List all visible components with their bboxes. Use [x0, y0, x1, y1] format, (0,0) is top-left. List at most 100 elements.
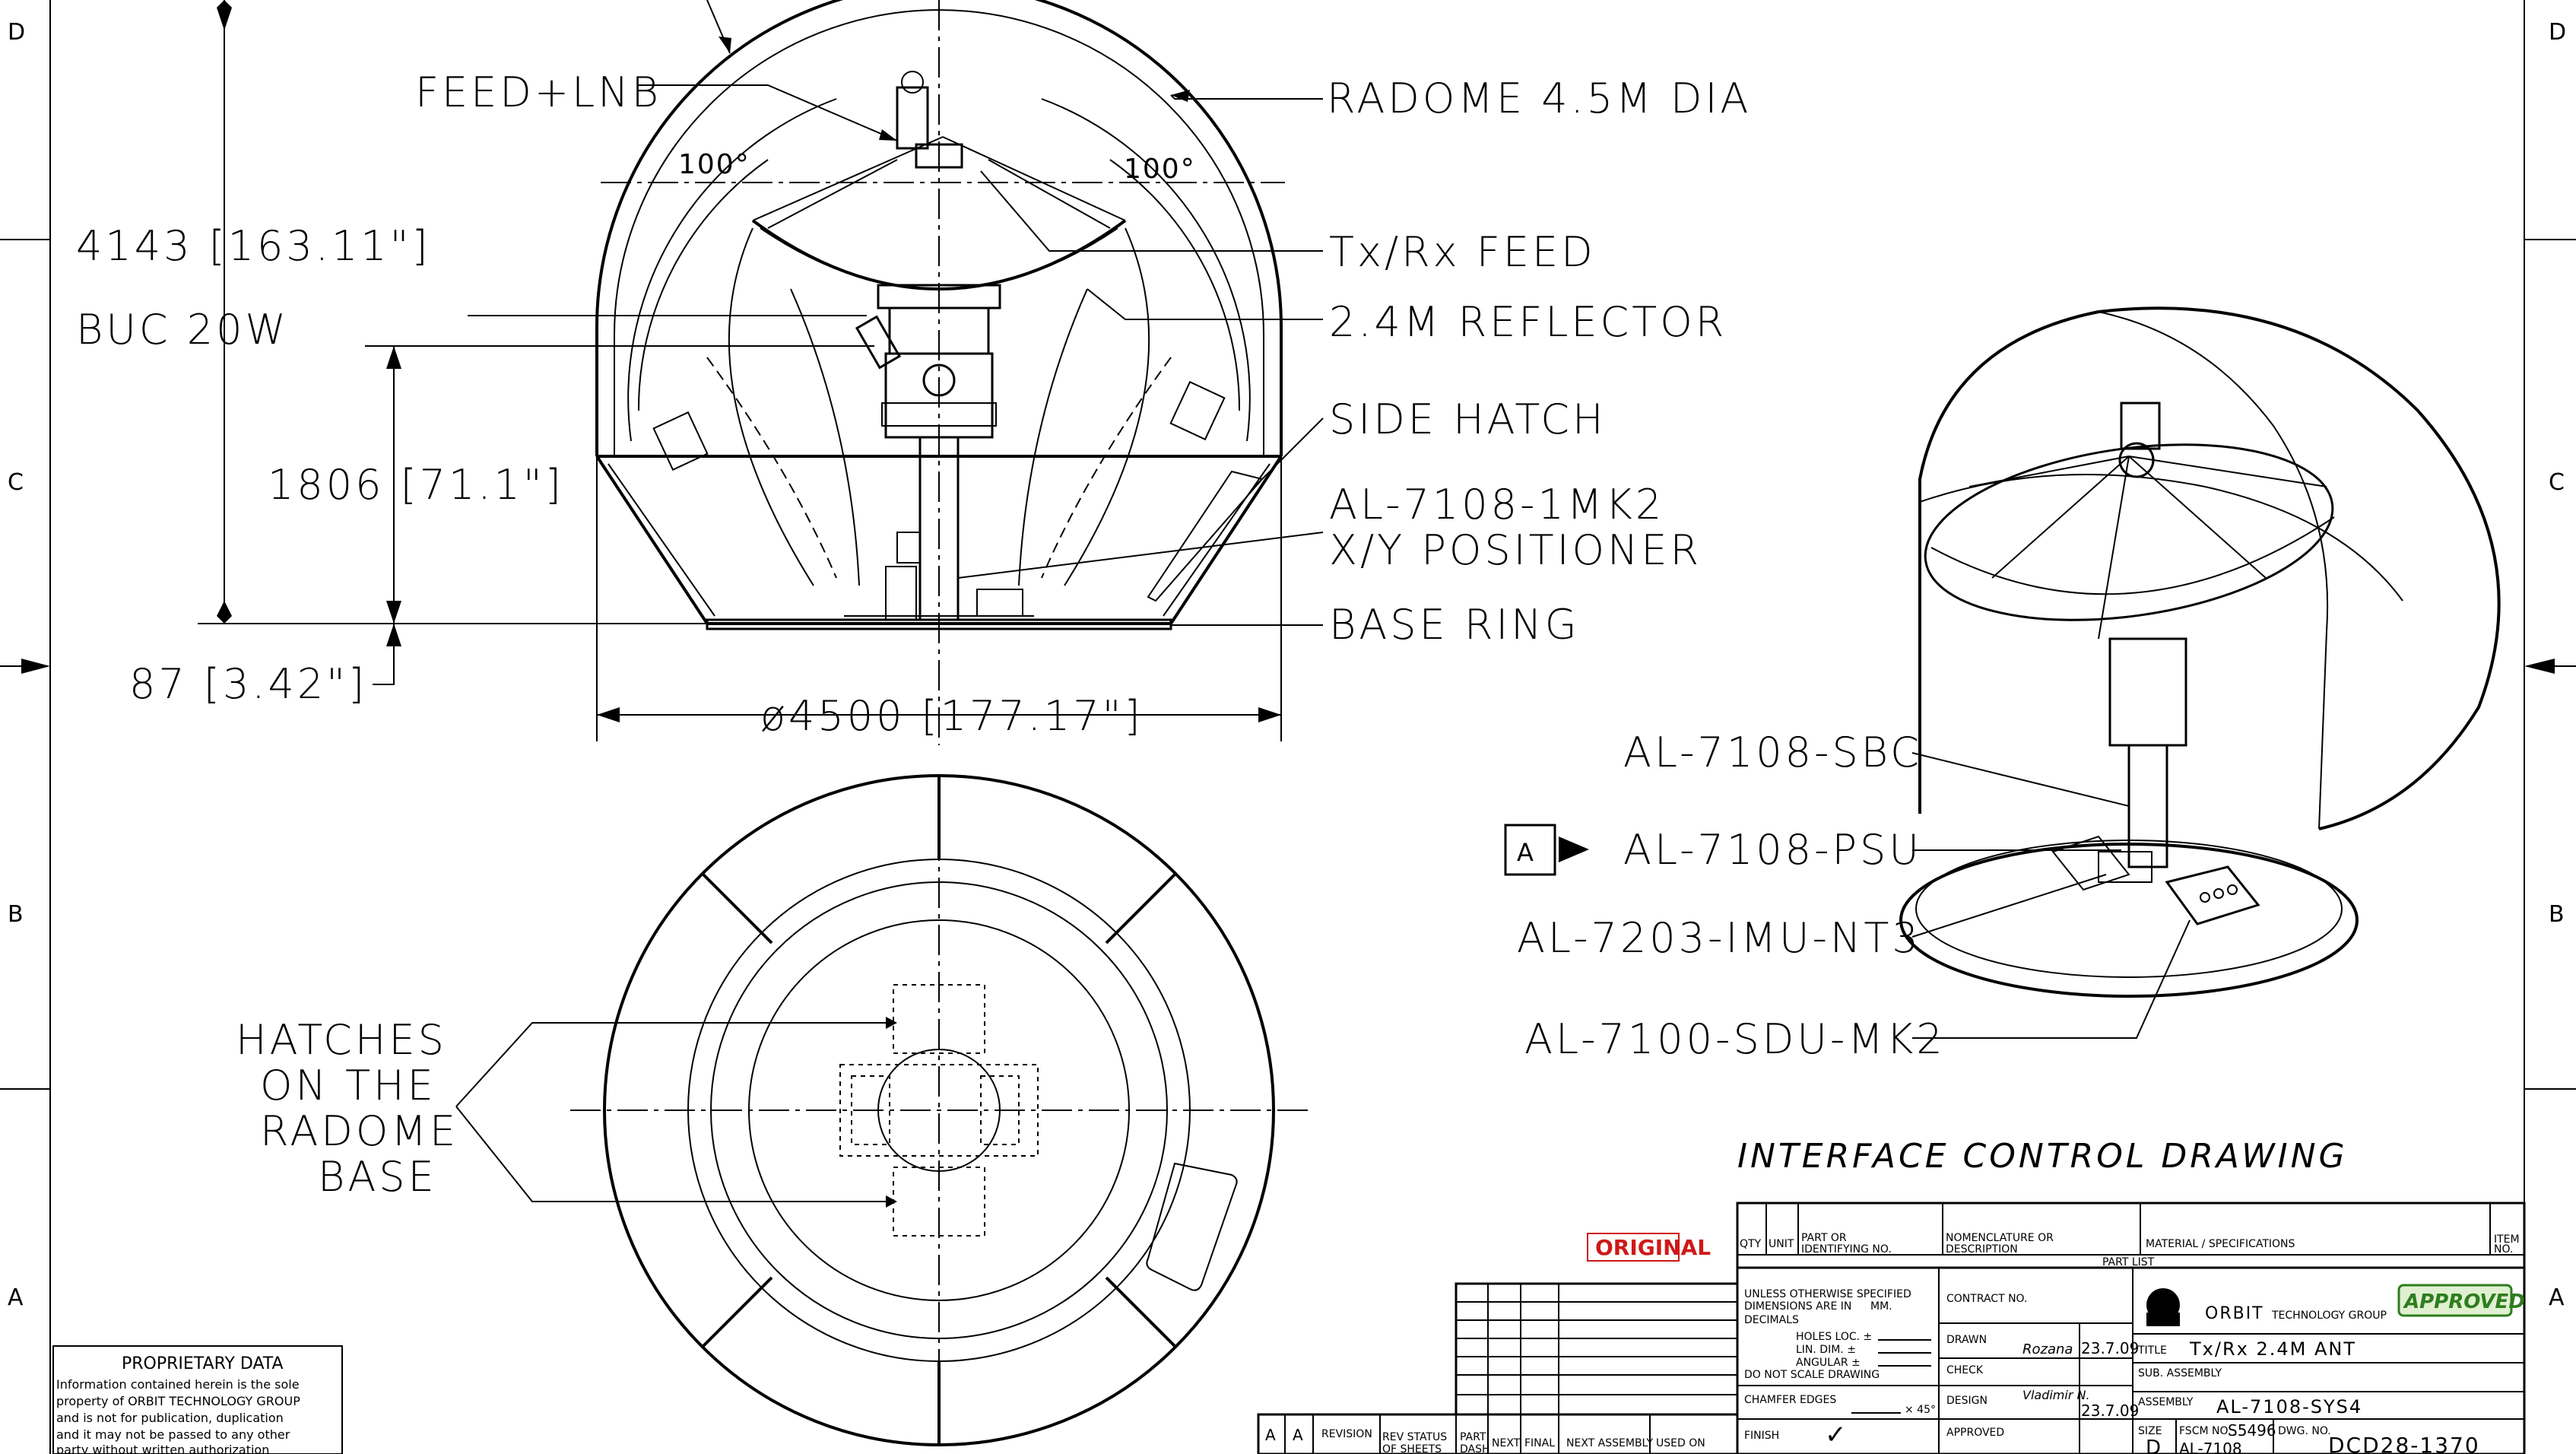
- zone-letter-right-a: A: [2549, 1284, 2565, 1311]
- design-name: Vladimir N.: [2022, 1388, 2090, 1402]
- size-label: SIZE: [2138, 1425, 2162, 1437]
- proprietary-box: PROPRIETARY DATA Information contained h…: [52, 1345, 343, 1454]
- label-reflector: 2.4M REFLECTOR: [1329, 298, 1727, 346]
- part-label: PART: [1460, 1431, 1486, 1443]
- angular: ANGULAR ±: [1796, 1357, 1861, 1369]
- pedestal-column: [918, 436, 960, 621]
- size-value: D: [2146, 1437, 2161, 1454]
- top-view: HATCHES ON THE RADOME BASE: [236, 774, 1308, 1446]
- label-hatches-4: BASE: [318, 1153, 437, 1201]
- dim-height-total: 4143 [163.11"]: [76, 222, 431, 270]
- contract-no: CONTRACT NO.: [1946, 1293, 2027, 1305]
- label-psu: AL-7108-PSU: [1623, 826, 1922, 874]
- fscm-label: FSCM NO.: [2179, 1425, 2231, 1437]
- label-tx-rx-feed: Tx/Rx FEED: [1329, 228, 1596, 276]
- final-label: FINAL: [1524, 1437, 1555, 1449]
- col-part-no-2: IDENTIFYING NO.: [1801, 1243, 1892, 1256]
- col-nomenclature: NOMENCLATURE OR: [1946, 1232, 2054, 1244]
- proprietary-line-1: Information contained herein is the sole: [56, 1377, 300, 1392]
- revision-label: REVISION: [1321, 1428, 1372, 1440]
- lin-dim: LIN. DIM. ±: [1796, 1344, 1856, 1356]
- finish-mark: ✓: [1825, 1420, 1847, 1450]
- iso-reflector: [1924, 443, 2334, 621]
- col-qty: QTY: [1740, 1238, 1762, 1250]
- used-on-label: USED ON: [1656, 1437, 1705, 1449]
- approved-stamp-text: APPROVED: [2403, 1291, 2525, 1313]
- next-label: NEXT: [1492, 1437, 1521, 1449]
- side-hatch: [1147, 470, 1264, 602]
- rev-status-label: REV STATUS: [1382, 1431, 1447, 1443]
- label-side-hatch: SIDE HATCH: [1329, 395, 1607, 443]
- label-positioner-2: X/Y POSITIONER: [1329, 526, 1702, 574]
- approved-label: APPROVED: [1946, 1427, 2004, 1439]
- col-unit: UNIT: [1769, 1238, 1794, 1250]
- iso-view: AL-7108-SBC A AL-7108-PSU AL-7203-IMU-NT…: [1504, 306, 2501, 1063]
- label-imu: AL-7203-IMU-NT3: [1517, 914, 1921, 962]
- holes-loc: HOLES LOC. ±: [1796, 1331, 1872, 1343]
- dim-diameter: ø4500 [177.17"]: [760, 692, 1144, 740]
- label-angle-right: 100°: [1124, 154, 1196, 185]
- proprietary-line-3: and is not for publication, duplication: [56, 1411, 284, 1425]
- fscm-value: S5496: [2228, 1421, 2276, 1440]
- decimals: DECIMALS: [1744, 1314, 1799, 1326]
- of-sheets-label: OF SHEETS: [1382, 1443, 1442, 1454]
- zone-letter-right-d: D: [2549, 19, 2566, 46]
- design-label: DESIGN: [1946, 1395, 1988, 1407]
- label-hatches-3: RADOME: [260, 1107, 458, 1155]
- dimensions-are-in: DIMENSIONS ARE IN: [1744, 1300, 1851, 1313]
- side-hatch-top: [1146, 1162, 1238, 1291]
- col-nomenclature-2: DESCRIPTION: [1946, 1243, 2018, 1256]
- col-part-no: PART OR: [1801, 1232, 1847, 1244]
- next-assembly-label: NEXT ASSEMBLY: [1566, 1437, 1653, 1449]
- rev-a-2: A: [1293, 1426, 1303, 1444]
- rev-a-1: A: [1265, 1426, 1276, 1444]
- front-view: FEED+LNB RADOME 4.5M DIA 100° 100° Tx/Rx…: [76, 0, 1751, 745]
- label-positioner-1: AL-7108-1MK2: [1329, 481, 1664, 529]
- dwg-no-label: DWG. NO.: [2278, 1425, 2331, 1437]
- chamfer-value: × 45°: [1905, 1404, 1936, 1416]
- zone-letter-right-b: B: [2549, 901, 2565, 928]
- feed-lnb: [896, 86, 929, 150]
- label-radome-dia: RADOME 4.5M DIA: [1327, 75, 1751, 122]
- drawn-date: 23.7.09: [2081, 1339, 2139, 1357]
- approved-stamp: [2397, 1284, 2513, 1317]
- dim-height-base: 87 [3.42"]: [129, 660, 367, 708]
- label-buc: BUC 20W: [76, 306, 289, 354]
- drawing-heading: INTERFACE CONTROL DRAWING: [1737, 1137, 2348, 1176]
- radome-outline: [595, 0, 1283, 456]
- finish: FINISH: [1744, 1430, 1779, 1442]
- zone-letter-left-b: B: [8, 901, 24, 928]
- zone-letter-right-c: C: [2549, 469, 2565, 496]
- revision-flag-triangle: [1504, 824, 1556, 876]
- company-name: ORBIT: [2205, 1304, 2264, 1323]
- col-item-no-2: NO.: [2494, 1243, 2513, 1256]
- part-list-label: PART LIST: [2102, 1256, 2155, 1268]
- title-block: INTERFACE CONTROL DRAWING ORIGINAL QTY U…: [1257, 1137, 2526, 1454]
- label-hatches-1: HATCHES: [236, 1016, 447, 1064]
- dash-label: DASH: [1460, 1443, 1490, 1454]
- original-stamp: [1587, 1233, 1680, 1262]
- company-sub: TECHNOLOGY GROUP: [2271, 1310, 2387, 1322]
- check-label: CHECK: [1946, 1364, 1984, 1376]
- chamfer-edges: CHAMFER EDGES: [1744, 1394, 1836, 1406]
- unless-specified: UNLESS OTHERWISE SPECIFIED: [1744, 1288, 1911, 1300]
- assembly-label: ASSEMBLY: [2138, 1396, 2194, 1408]
- drawn-label: DRAWN: [1946, 1334, 1987, 1346]
- dimensions-unit: MM.: [1870, 1300, 1892, 1313]
- title-value: Tx/Rx 2.4M ANT: [2189, 1338, 2356, 1360]
- title-label: TITLE: [2137, 1344, 2167, 1357]
- center-arrow-right: [2524, 659, 2555, 674]
- proprietary-title: PROPRIETARY DATA: [122, 1354, 284, 1373]
- label-feed-lnb: FEED+LNB: [415, 68, 661, 116]
- hatch-top: [893, 984, 985, 1054]
- label-sdu: AL-7100-SDU-MK2: [1524, 1015, 1946, 1063]
- col-material: MATERIAL / SPECIFICATIONS: [2146, 1238, 2295, 1250]
- original-stamp-text: ORIGINAL: [1595, 1235, 1711, 1260]
- zone-letters: D C B A D C B A: [8, 19, 2566, 1311]
- zone-letter-left-c: C: [8, 469, 24, 496]
- proprietary-line-2: property of ORBIT TECHNOLOGY GROUP: [56, 1394, 300, 1408]
- label-sbc: AL-7108-SBC: [1623, 729, 1922, 776]
- proprietary-line-5: party without written authorization: [56, 1443, 269, 1454]
- buc-unit: [855, 315, 902, 370]
